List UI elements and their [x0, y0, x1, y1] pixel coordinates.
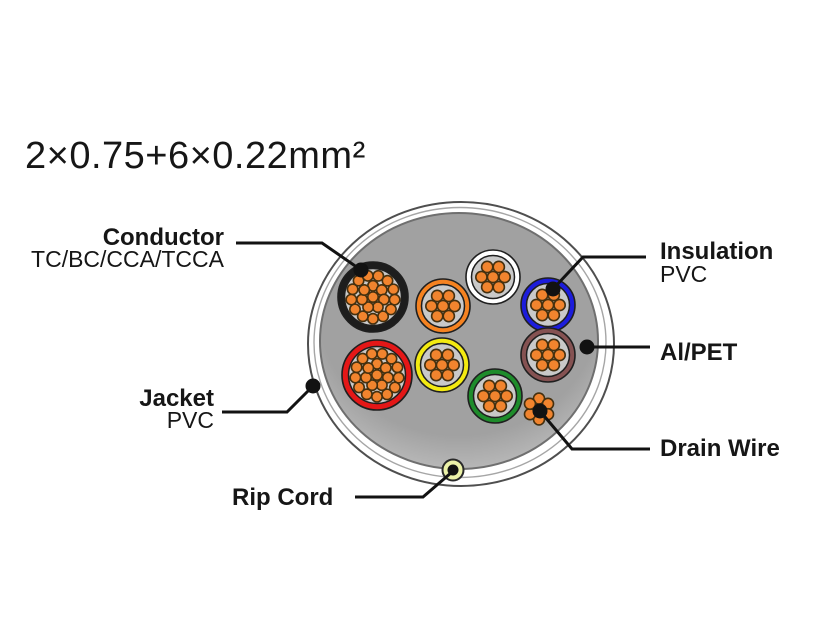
- copper-strand: [349, 303, 362, 316]
- copper-strand: [535, 288, 549, 302]
- copper-strand: [358, 284, 371, 297]
- label-jacket: Jacket: [139, 385, 214, 412]
- copper-strand: [442, 309, 456, 323]
- copper-strand: [366, 290, 379, 303]
- copper-strand: [362, 362, 375, 375]
- copper-strand: [442, 289, 456, 303]
- rip-cord-pointer-dot: [447, 464, 459, 476]
- copper-strand: [441, 368, 455, 382]
- label-insulation-material: PVC: [660, 261, 707, 287]
- copper-strand: [535, 338, 549, 352]
- copper-strand: [388, 381, 401, 394]
- copper-strand: [388, 293, 401, 306]
- copper-strand: [480, 260, 494, 274]
- drain-wire-pointer-dot: [532, 403, 548, 419]
- copper-strand: [429, 368, 443, 382]
- copper-strand: [535, 308, 549, 322]
- copper-strand: [362, 301, 375, 314]
- copper-strand: [365, 347, 378, 360]
- insulation-leader-line: [551, 255, 646, 291]
- copper-strand: [356, 310, 369, 323]
- copper-strand: [541, 348, 555, 362]
- copper-strand: [349, 371, 362, 384]
- label-jacket-material: PVC: [167, 407, 214, 433]
- copper-strand: [385, 352, 398, 365]
- copper-strand: [435, 358, 449, 372]
- label-al-pet: Al/PET: [660, 339, 738, 366]
- conductor-pointer-dot: [353, 262, 369, 278]
- copper-strand: [547, 308, 561, 322]
- copper-strand: [498, 270, 511, 284]
- al-pet-pointer-dot: [579, 339, 595, 355]
- label-conductor-material: TC/BC/CCA/TCCA: [31, 246, 225, 272]
- copper-strand: [553, 298, 566, 312]
- copper-strand: [494, 379, 508, 393]
- copper-strand: [345, 293, 358, 306]
- copper-strand: [447, 358, 460, 372]
- copper-strand: [553, 348, 566, 362]
- copper-strand: [379, 362, 392, 375]
- drain-wire-leader-line: [538, 410, 650, 451]
- copper-strand: [448, 299, 461, 313]
- copper-strand: [523, 397, 537, 411]
- copper-strand: [530, 348, 543, 362]
- copper-strand: [366, 312, 379, 325]
- copper-strand: [381, 274, 394, 287]
- copper-strand: [547, 358, 561, 372]
- copper-strand: [377, 310, 390, 323]
- conductor-leader-line: [236, 241, 362, 272]
- copper-strand: [486, 270, 500, 284]
- copper-strand: [474, 270, 488, 284]
- leader-lines: [222, 241, 650, 499]
- copper-strand: [384, 303, 397, 316]
- jacket-leader-line: [222, 384, 315, 414]
- copper-strand: [541, 298, 555, 312]
- copper-strand: [350, 361, 363, 374]
- copper-strand: [360, 388, 373, 401]
- copper-strand: [387, 283, 400, 296]
- copper-strand: [430, 289, 444, 303]
- copper-strand: [547, 338, 561, 352]
- copper-strand: [492, 260, 506, 274]
- copper-strand: [370, 368, 383, 381]
- label-rip-cord: Rip Cord: [232, 484, 333, 511]
- copper-strand: [482, 399, 496, 413]
- rip-cord-leader-line: [355, 470, 453, 499]
- copper-strand: [392, 371, 405, 384]
- label-insulation: Insulation: [660, 238, 773, 265]
- copper-strand: [530, 298, 543, 312]
- copper-strand: [494, 399, 508, 413]
- copper-strand: [500, 389, 513, 403]
- copper-strand: [353, 381, 366, 394]
- copper-strand: [424, 299, 438, 313]
- cable-spec-title: 2×0.75+6×0.22mm²: [25, 135, 366, 177]
- copper-strand: [356, 352, 369, 365]
- cable-layer: [307, 201, 615, 487]
- copper-strand: [436, 299, 450, 313]
- copper-strand: [375, 284, 388, 297]
- copper-strand: [423, 358, 437, 372]
- copper-strand: [370, 390, 383, 403]
- copper-strand: [346, 283, 359, 296]
- copper-strand: [492, 280, 506, 294]
- label-drain-wire: Drain Wire: [660, 435, 780, 462]
- copper-strand: [366, 379, 379, 392]
- copper-strand: [356, 293, 369, 306]
- label-conductor: Conductor: [103, 224, 224, 251]
- copper-strand: [429, 348, 443, 362]
- copper-strand: [482, 379, 496, 393]
- copper-strand: [381, 388, 394, 401]
- copper-strand: [360, 371, 373, 384]
- copper-strand: [535, 358, 549, 372]
- copper-strand: [391, 361, 404, 374]
- jacket-pointer-dot: [305, 378, 321, 394]
- copper-strand: [441, 348, 455, 362]
- copper-strand: [430, 309, 444, 323]
- insulation-pointer-dot: [545, 281, 561, 297]
- copper-strand: [476, 389, 490, 403]
- copper-strand: [488, 389, 502, 403]
- copper-strand: [480, 280, 494, 294]
- labels-layer: 2×0.75+6×0.22mm² Conductor TC/BC/CCA/TCC…: [25, 135, 780, 511]
